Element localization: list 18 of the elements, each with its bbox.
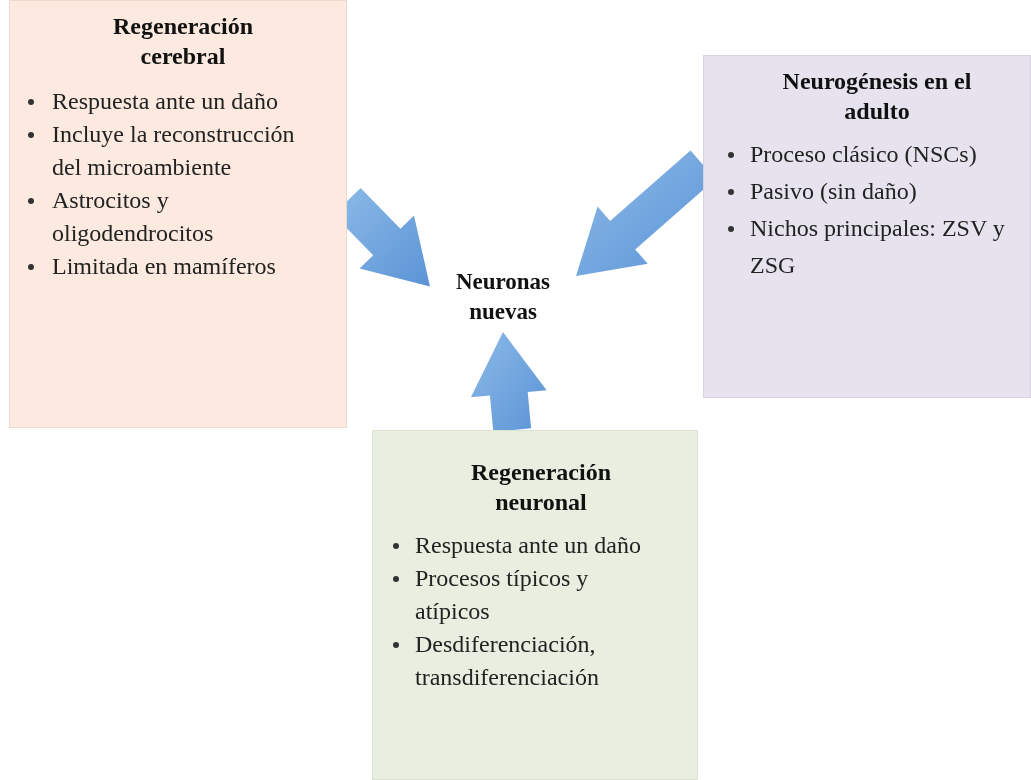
- text-panel: [703, 55, 1031, 398]
- bullet-text: Procesos típicos y atípicos: [415, 564, 590, 626]
- bullet-text: Respuesta ante un daño: [52, 87, 279, 116]
- block-arrow: [470, 332, 547, 432]
- bullet-text: Astrocitos y oligodendrocitos: [52, 186, 215, 248]
- panel-heading: Regeneración neuronal: [470, 458, 612, 517]
- bullet-text: Respuesta ante un daño: [415, 531, 642, 560]
- bullet-text: Desdiferenciación, transdiferenciación: [415, 630, 600, 692]
- bullet-text: Limitada en mamíferos: [52, 252, 277, 281]
- panel-heading: Neurogénesis en el adulto: [781, 67, 973, 126]
- text-panel: [9, 0, 347, 428]
- bullet-text: Proceso clásico (NSCs): [750, 140, 978, 169]
- text-panel: [372, 430, 698, 780]
- bullet-text: Pasivo (sin daño): [750, 177, 918, 206]
- bullet-text: Nichos principales: ZSV y ZSG: [750, 214, 1006, 280]
- bullet-text: Incluye la reconstrucción del microambiente: [52, 120, 296, 182]
- center-label: Neuronas nuevas: [454, 268, 552, 326]
- panel-heading: Regeneración cerebral: [112, 12, 254, 71]
